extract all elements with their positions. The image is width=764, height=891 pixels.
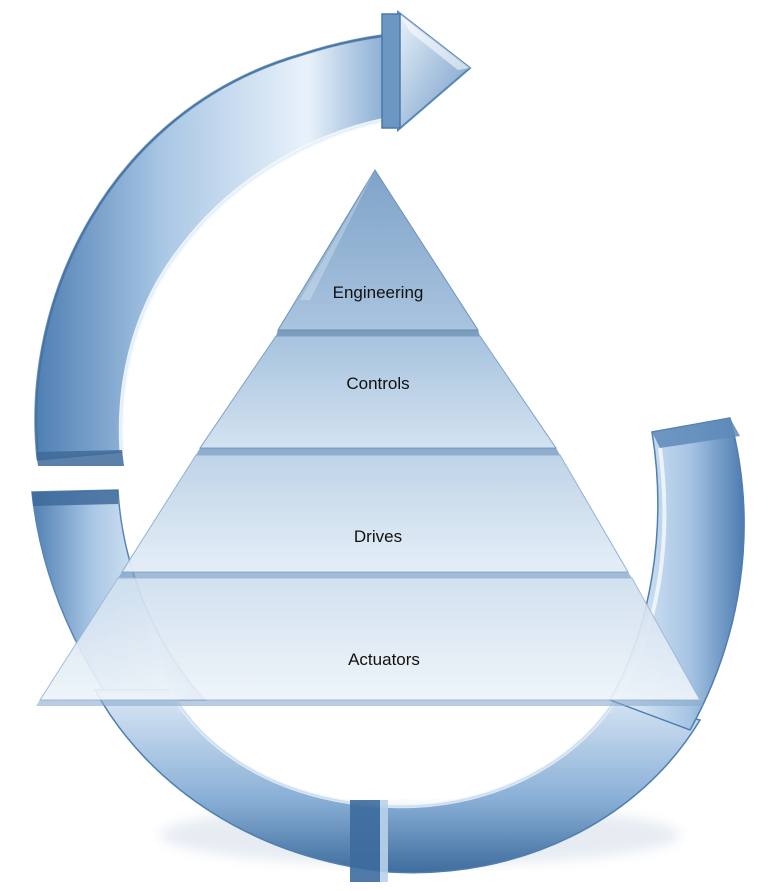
tier-label-controls: Controls (346, 374, 409, 393)
pyramid-tier-controls (196, 335, 560, 455)
cycle-arrow-head (381, 9, 472, 133)
tier-label-engineering: Engineering (333, 283, 424, 302)
pyramid-tier-actuators (36, 577, 704, 706)
tier-label-drives: Drives (354, 527, 402, 546)
cycle-ring-bottom-arc (93, 689, 702, 882)
pyramid-tier-drives (118, 454, 632, 578)
pyramid: Engineering Controls Drives Actuators (36, 169, 704, 706)
tier-label-actuators: Actuators (348, 650, 420, 669)
pyramid-tier-engineering (276, 169, 480, 336)
cycle-ring-upper-arc (34, 32, 399, 466)
